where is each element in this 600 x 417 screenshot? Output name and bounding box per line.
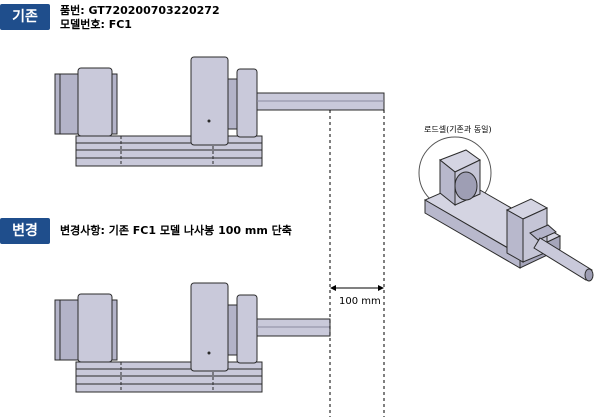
load-cell-note: 로드셀(기존과 동일): [424, 125, 492, 134]
bottom-right-block: [236, 294, 258, 364]
change-description-text: 변경사항: 기존 FC1 모델 나사봉 100 mm 단축: [60, 224, 292, 237]
top-middle-block: [190, 56, 229, 146]
model-number-text: 모델번호: FC1: [60, 18, 132, 31]
bottom-left-block: [77, 293, 113, 363]
dimension-label: 100 mm: [339, 296, 381, 307]
after-badge: 변경: [0, 218, 50, 244]
part-number-text: 품번: GT720200703220272: [60, 4, 220, 17]
top-base-rail: [75, 135, 263, 167]
iso-rod: [533, 237, 593, 281]
isometric-view: [418, 136, 594, 282]
bottom-middle-block: [190, 282, 229, 372]
dimension-lines: [329, 110, 385, 417]
top-assembly: [54, 56, 385, 167]
top-left-block: [77, 67, 113, 137]
before-badge: 기존: [0, 4, 50, 30]
bottom-base-rail: [75, 361, 263, 393]
bottom-assembly: [54, 282, 331, 393]
top-right-block: [236, 68, 258, 138]
